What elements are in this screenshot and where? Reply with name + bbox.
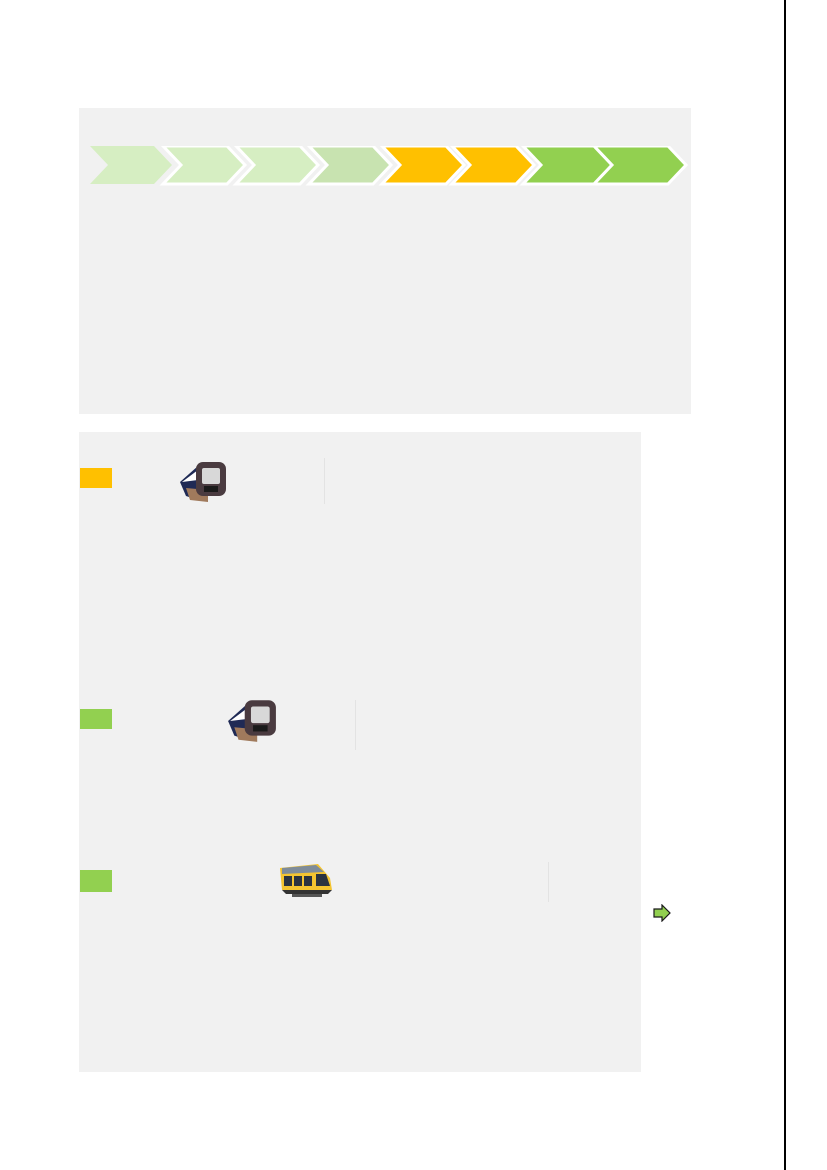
right-arrow-icon (653, 904, 671, 922)
projects-panel (79, 432, 641, 1072)
status-marker-green (80, 709, 112, 729)
stage-chevron-1 (90, 146, 172, 184)
column-divider (548, 862, 549, 902)
status-marker-green (80, 870, 112, 892)
column-divider (324, 458, 325, 504)
status-marker-amber (80, 468, 112, 488)
stage-chevron-2 (159, 146, 248, 186)
stage-chevron-3 (232, 146, 321, 186)
metro-train-front-icon (228, 700, 276, 742)
page-edge-line (784, 0, 786, 1170)
metro-train-front-icon (180, 462, 226, 502)
stage-timeline (90, 146, 688, 186)
stage-chevron-8 (590, 146, 688, 186)
stage-chevron-6 (448, 146, 537, 186)
stage-chevron-4 (305, 146, 394, 186)
column-divider (355, 700, 356, 750)
tram-icon (280, 864, 332, 897)
stage-chevron-5 (378, 146, 467, 186)
